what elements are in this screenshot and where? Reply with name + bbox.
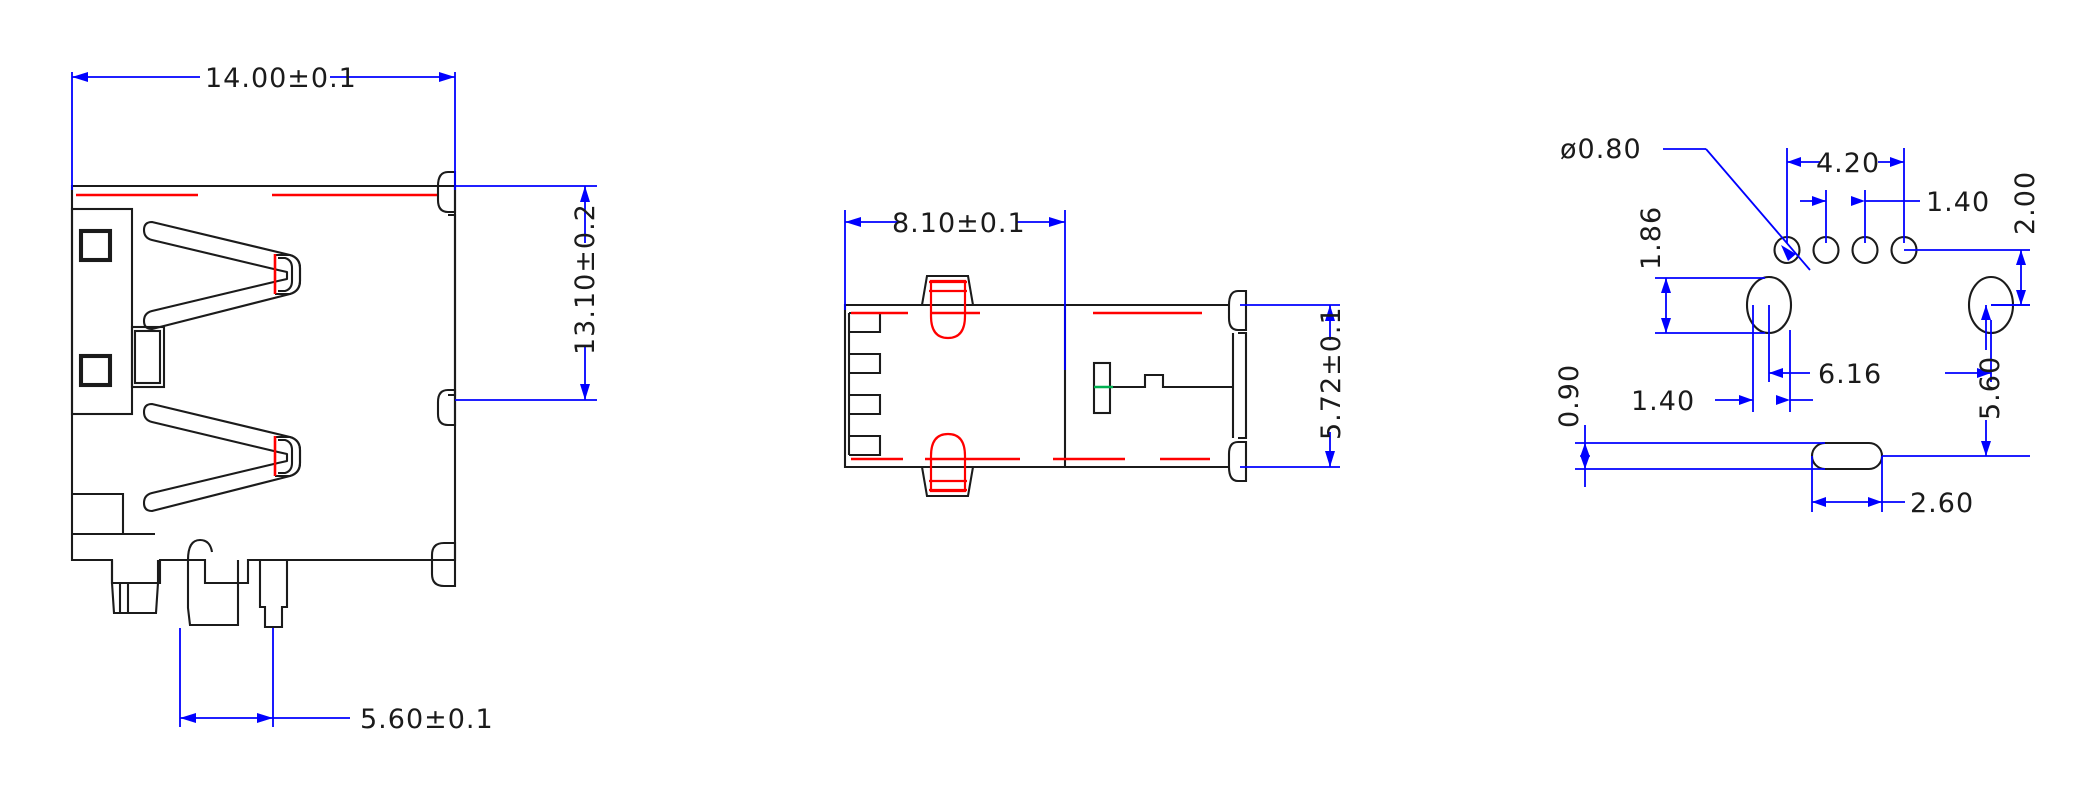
side-view-latch-bottom-red: [929, 432, 967, 493]
side-view: 8.10±0.1 5.72±0.1: [843, 208, 1347, 498]
dimension-label-side-height: 5.72±0.1: [1316, 306, 1347, 440]
dimension-front-height: [455, 185, 597, 401]
front-view-left-block: [70, 207, 166, 416]
dimension-slot-height: [1655, 277, 1765, 334]
front-view-body-outline: [70, 184, 457, 585]
front-view: 14.00±0.1 13.10±0.2 5.60±0.1: [70, 63, 601, 735]
side-view-right-tabs: [1227, 289, 1248, 483]
dimension-label-front-height: 13.10±0.2: [570, 203, 601, 355]
dimension-label-pad-height: 0.90: [1554, 364, 1585, 428]
pcb-footprint-view: ø0.80 4.20 1.40 2.00: [1554, 134, 2041, 519]
dimension-pad-width: [1811, 456, 1905, 512]
dimension-label-slot-width: 1.40: [1631, 386, 1695, 417]
footprint-lower-pad: [1810, 441, 1884, 471]
dimension-hole-span: [1786, 148, 1905, 243]
side-view-latch-top: [920, 274, 975, 306]
side-view-shell-outline: [843, 303, 1229, 469]
front-view-contact-spring-upper: [142, 220, 302, 331]
front-view-contact-spring-lower: [142, 402, 302, 513]
dimension-slot-span: [1768, 305, 1992, 382]
side-view-latch-bottom: [920, 466, 975, 498]
side-view-contact-fingers: [847, 311, 882, 457]
dimension-side-length: [844, 210, 1066, 370]
side-view-internal-detail: [1092, 361, 1233, 415]
side-view-latch-top-red: [929, 279, 967, 340]
dimension-label-offset-top: 2.00: [2010, 171, 2041, 235]
dimension-label-slot-span: 6.16: [1818, 359, 1882, 390]
dimension-front-width: [71, 72, 456, 190]
dimension-hole-pitch: [1800, 190, 1920, 243]
dimension-label-front-width: 14.00±0.1: [205, 63, 357, 94]
dimension-label-front-pin-pitch: 5.60±0.1: [360, 704, 494, 735]
dimension-label-side-length: 8.10±0.1: [892, 208, 1026, 239]
dimension-label-pad-width: 2.60: [1910, 488, 1974, 519]
footprint-signal-holes: [1773, 235, 1918, 265]
dimension-label-hole-span: 4.20: [1816, 148, 1880, 179]
dimension-offset-bottom: [1882, 304, 2030, 457]
dimension-label-slot-height: 1.86: [1636, 206, 1667, 270]
dimension-side-height: [1240, 304, 1340, 468]
dimension-label-hole-diameter: ø0.80: [1560, 134, 1642, 165]
dimension-pad-height: [1575, 425, 1825, 487]
front-view-bottom-pins: [110, 538, 457, 629]
dimension-front-pin-pitch: [179, 628, 350, 727]
dimension-label-offset-bottom: 5.60: [1975, 356, 2006, 420]
dimension-hole-diameter-leader: [1663, 148, 1811, 271]
front-view-left-step: [72, 492, 155, 536]
dimension-slot-width: [1715, 305, 1813, 412]
front-view-shell-tabs: [436, 170, 457, 427]
dimension-label-hole-pitch: 1.40: [1926, 187, 1990, 218]
side-view-red-lines: [851, 311, 1210, 461]
footprint-mount-slots: [1745, 275, 2015, 335]
